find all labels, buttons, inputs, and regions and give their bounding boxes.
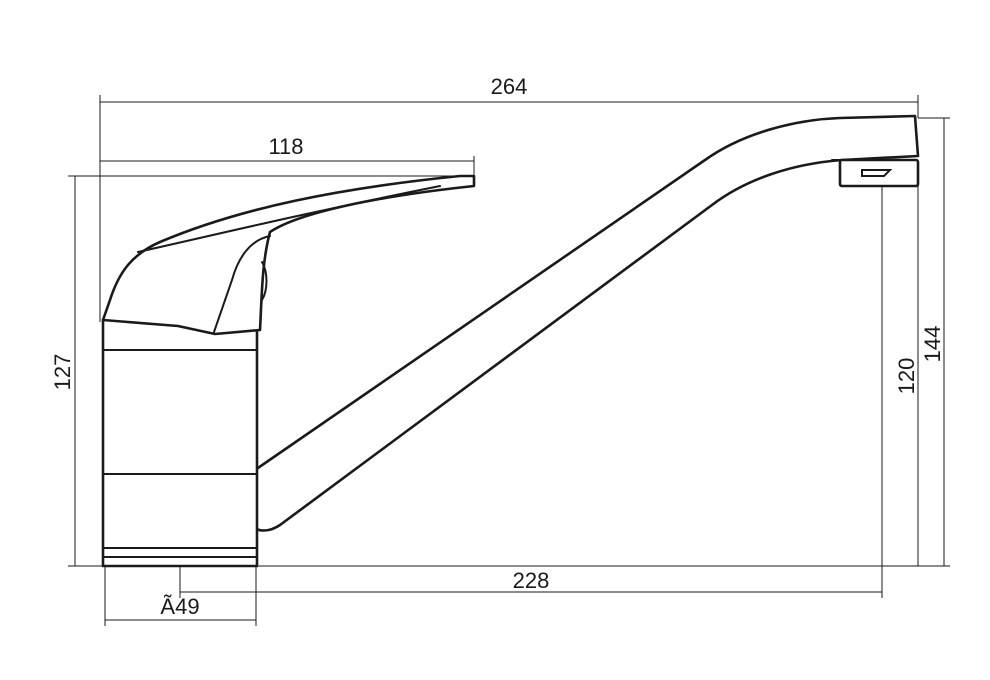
dimension-spout-reach: 228	[179, 186, 883, 598]
aerator	[831, 158, 920, 188]
spout	[239, 114, 920, 532]
label-base-diameter: Ã49	[160, 594, 199, 619]
dimension-base-height: 127	[50, 175, 950, 567]
label-overall-width: 264	[491, 74, 528, 99]
dimension-outlet-height: 120	[894, 186, 919, 566]
label-base-height: 127	[50, 354, 75, 391]
label-outlet-height: 120	[894, 358, 919, 395]
faucet-body	[101, 114, 920, 568]
label-spout-reach: 228	[513, 568, 550, 593]
label-lever-length: 118	[268, 134, 303, 159]
dimension-overall-height: 144	[918, 117, 950, 566]
dimension-lever-length: 118	[100, 134, 475, 176]
label-overall-height: 144	[920, 326, 945, 363]
lever-handle	[101, 174, 476, 336]
dimension-base-diameter: Ã49	[104, 566, 257, 626]
base-cylinder	[101, 318, 259, 568]
dimension-overall-width: 264	[99, 74, 919, 322]
